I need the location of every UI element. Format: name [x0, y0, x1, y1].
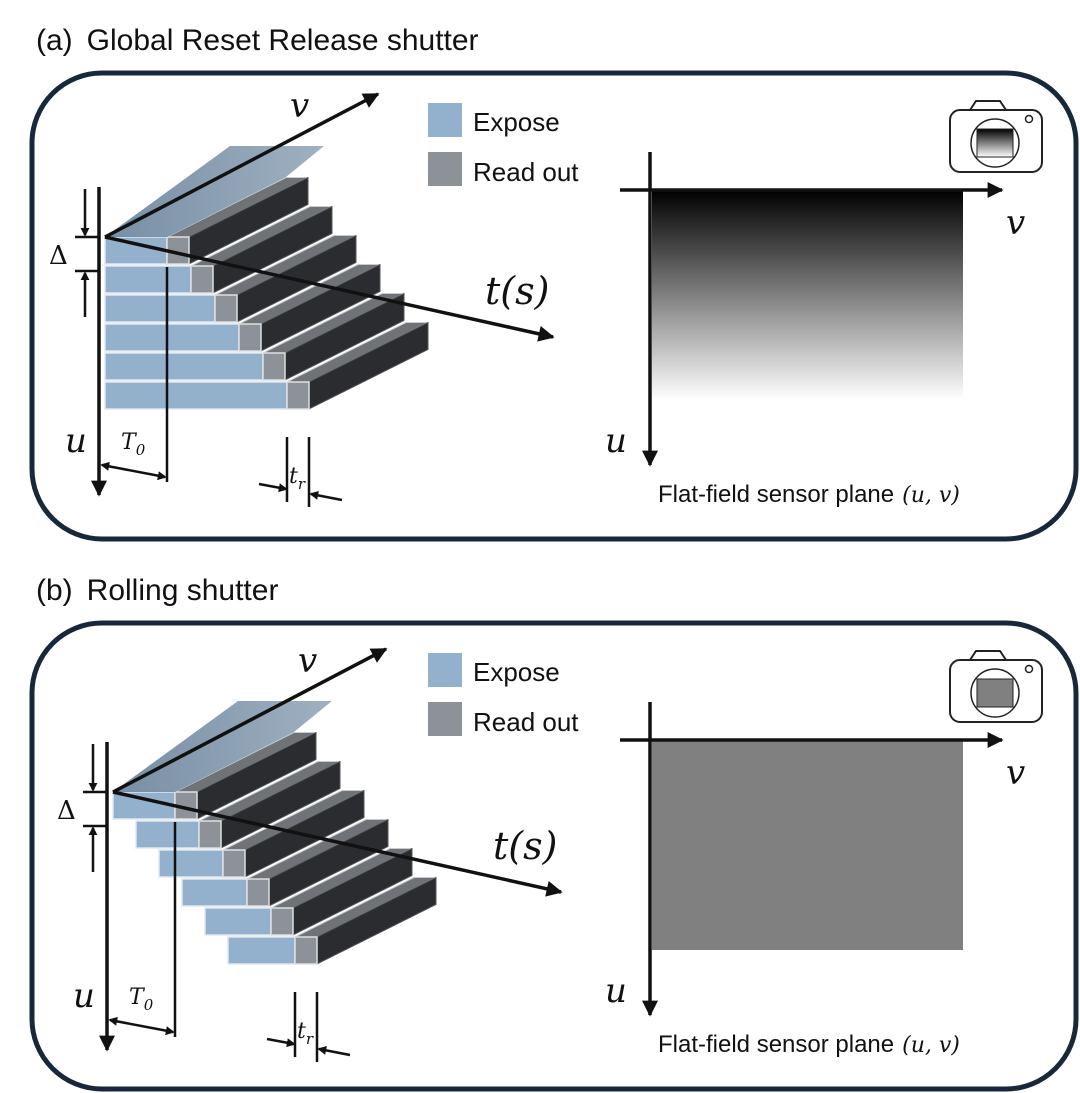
delta-label: Δ — [57, 796, 76, 826]
panel-b: (b) Rolling shutter v u t(s) Δ T0 tr ExposeRead … — [29, 574, 1079, 1092]
sensor-v-label: v — [1006, 753, 1025, 793]
t0-arrow — [100, 461, 167, 481]
readout-block — [222, 849, 246, 878]
tr-arrow-left — [266, 1037, 296, 1048]
panel-frame — [29, 620, 1079, 1092]
tr-arrow-right — [317, 1045, 351, 1057]
readout-block — [262, 352, 286, 381]
exposure-staircase — [112, 701, 437, 965]
expose-block — [104, 381, 288, 410]
tr-label: tr — [289, 464, 306, 493]
camera-button — [1024, 664, 1034, 674]
u-axis-label: u — [73, 976, 95, 1016]
t0-arrow — [108, 1016, 175, 1036]
expose-block — [227, 936, 296, 965]
readout-block — [190, 265, 214, 294]
panel-title-text: Global Reset Release shutter — [87, 24, 479, 57]
sensor-plane-fill — [652, 740, 963, 950]
t0-symbol: T — [121, 430, 138, 455]
legend-readout-swatch — [428, 152, 462, 186]
sensor-caption-text: Flat-field sensor plane — [658, 481, 894, 508]
panel-label: (b) — [36, 574, 73, 607]
t-axis-line — [104, 235, 555, 342]
tr-subscript: r — [298, 475, 306, 493]
sensor-caption-coords: (u, v) — [902, 1033, 960, 1058]
t-axis-label: t(s) — [493, 824, 557, 868]
readout-block — [214, 294, 238, 323]
sensor-v-label: v — [1006, 203, 1025, 243]
sensor-caption-text: Flat-field sensor plane — [658, 1031, 894, 1058]
readout-block — [294, 936, 318, 965]
sensor-plane-fill — [652, 190, 963, 400]
panel-label: (a) — [36, 24, 73, 57]
legend-expose-label: Expose — [473, 657, 560, 687]
v-axis-label: v — [290, 86, 309, 126]
t0-label: T0 — [121, 430, 146, 459]
readout-block — [270, 907, 294, 936]
tr-arrow-right — [309, 490, 343, 502]
legend-readout-label: Read out — [473, 707, 579, 737]
panel-title: (a) Global Reset Release shutter — [36, 24, 479, 57]
camera-button — [1024, 114, 1034, 124]
expose-block — [104, 265, 192, 294]
t-axis-label: t(s) — [485, 269, 549, 313]
expose-block — [104, 323, 240, 352]
panel-title: (b) Rolling shutter — [36, 574, 278, 607]
panel-frame — [29, 70, 1079, 542]
sensor-caption: Flat-field sensor plane (u, v) — [658, 1031, 960, 1058]
tr-subscript: r — [306, 1030, 314, 1048]
delta-label: Δ — [49, 241, 68, 271]
sensor-caption-coords: (u, v) — [902, 483, 960, 508]
expose-top-face — [105, 146, 324, 237]
sensor-u-label: u — [605, 421, 627, 461]
camera-hump — [968, 650, 1008, 661]
expose-block — [204, 907, 272, 936]
t0-subscript: 0 — [144, 996, 154, 1014]
camera-sensor — [976, 128, 1014, 158]
expose-block — [135, 820, 200, 849]
v-axis-label: v — [298, 641, 317, 681]
sensor-caption: Flat-field sensor plane (u, v) — [658, 481, 960, 508]
exposure-staircase — [104, 146, 429, 410]
t0-symbol: T — [129, 985, 146, 1010]
readout-block — [286, 381, 310, 410]
expose-block — [158, 849, 224, 878]
expose-block — [181, 878, 248, 907]
panel-a: (a) Global Reset Release shutter v u t(s) Δ T0… — [29, 24, 1079, 542]
panel-title-text: Rolling shutter — [87, 574, 279, 607]
diagram-axes: v u t(s) Δ T0 tr — [57, 641, 563, 1062]
readout-block — [246, 878, 270, 907]
expose-block — [104, 352, 264, 381]
u-axis-label: u — [65, 421, 87, 461]
tr-symbol: t — [289, 464, 298, 489]
legend-readout-swatch — [428, 702, 462, 736]
diagram-axes: v u t(s) Δ T0 tr — [49, 86, 555, 507]
camera-hump — [968, 100, 1008, 111]
t0-label: T0 — [129, 985, 154, 1014]
readout-block — [238, 323, 262, 352]
legend-expose-swatch — [428, 653, 462, 687]
legend-readout-label: Read out — [473, 157, 579, 187]
legend-expose-swatch — [428, 103, 462, 137]
v-axis-line — [112, 647, 388, 794]
sensor-u-label: u — [605, 971, 627, 1011]
expose-block — [104, 294, 216, 323]
tr-symbol: t — [297, 1019, 306, 1044]
expose-top-face — [113, 701, 332, 792]
v-axis-line — [104, 92, 380, 239]
t0-subscript: 0 — [136, 441, 146, 459]
tr-arrow-left — [258, 482, 288, 493]
camera-icon — [949, 100, 1043, 173]
camera-sensor — [976, 678, 1014, 708]
t-axis-line — [112, 790, 563, 897]
readout-block — [198, 820, 222, 849]
legend-expose-label: Expose — [473, 107, 560, 137]
tr-label: tr — [297, 1019, 314, 1048]
camera-icon — [949, 650, 1043, 723]
